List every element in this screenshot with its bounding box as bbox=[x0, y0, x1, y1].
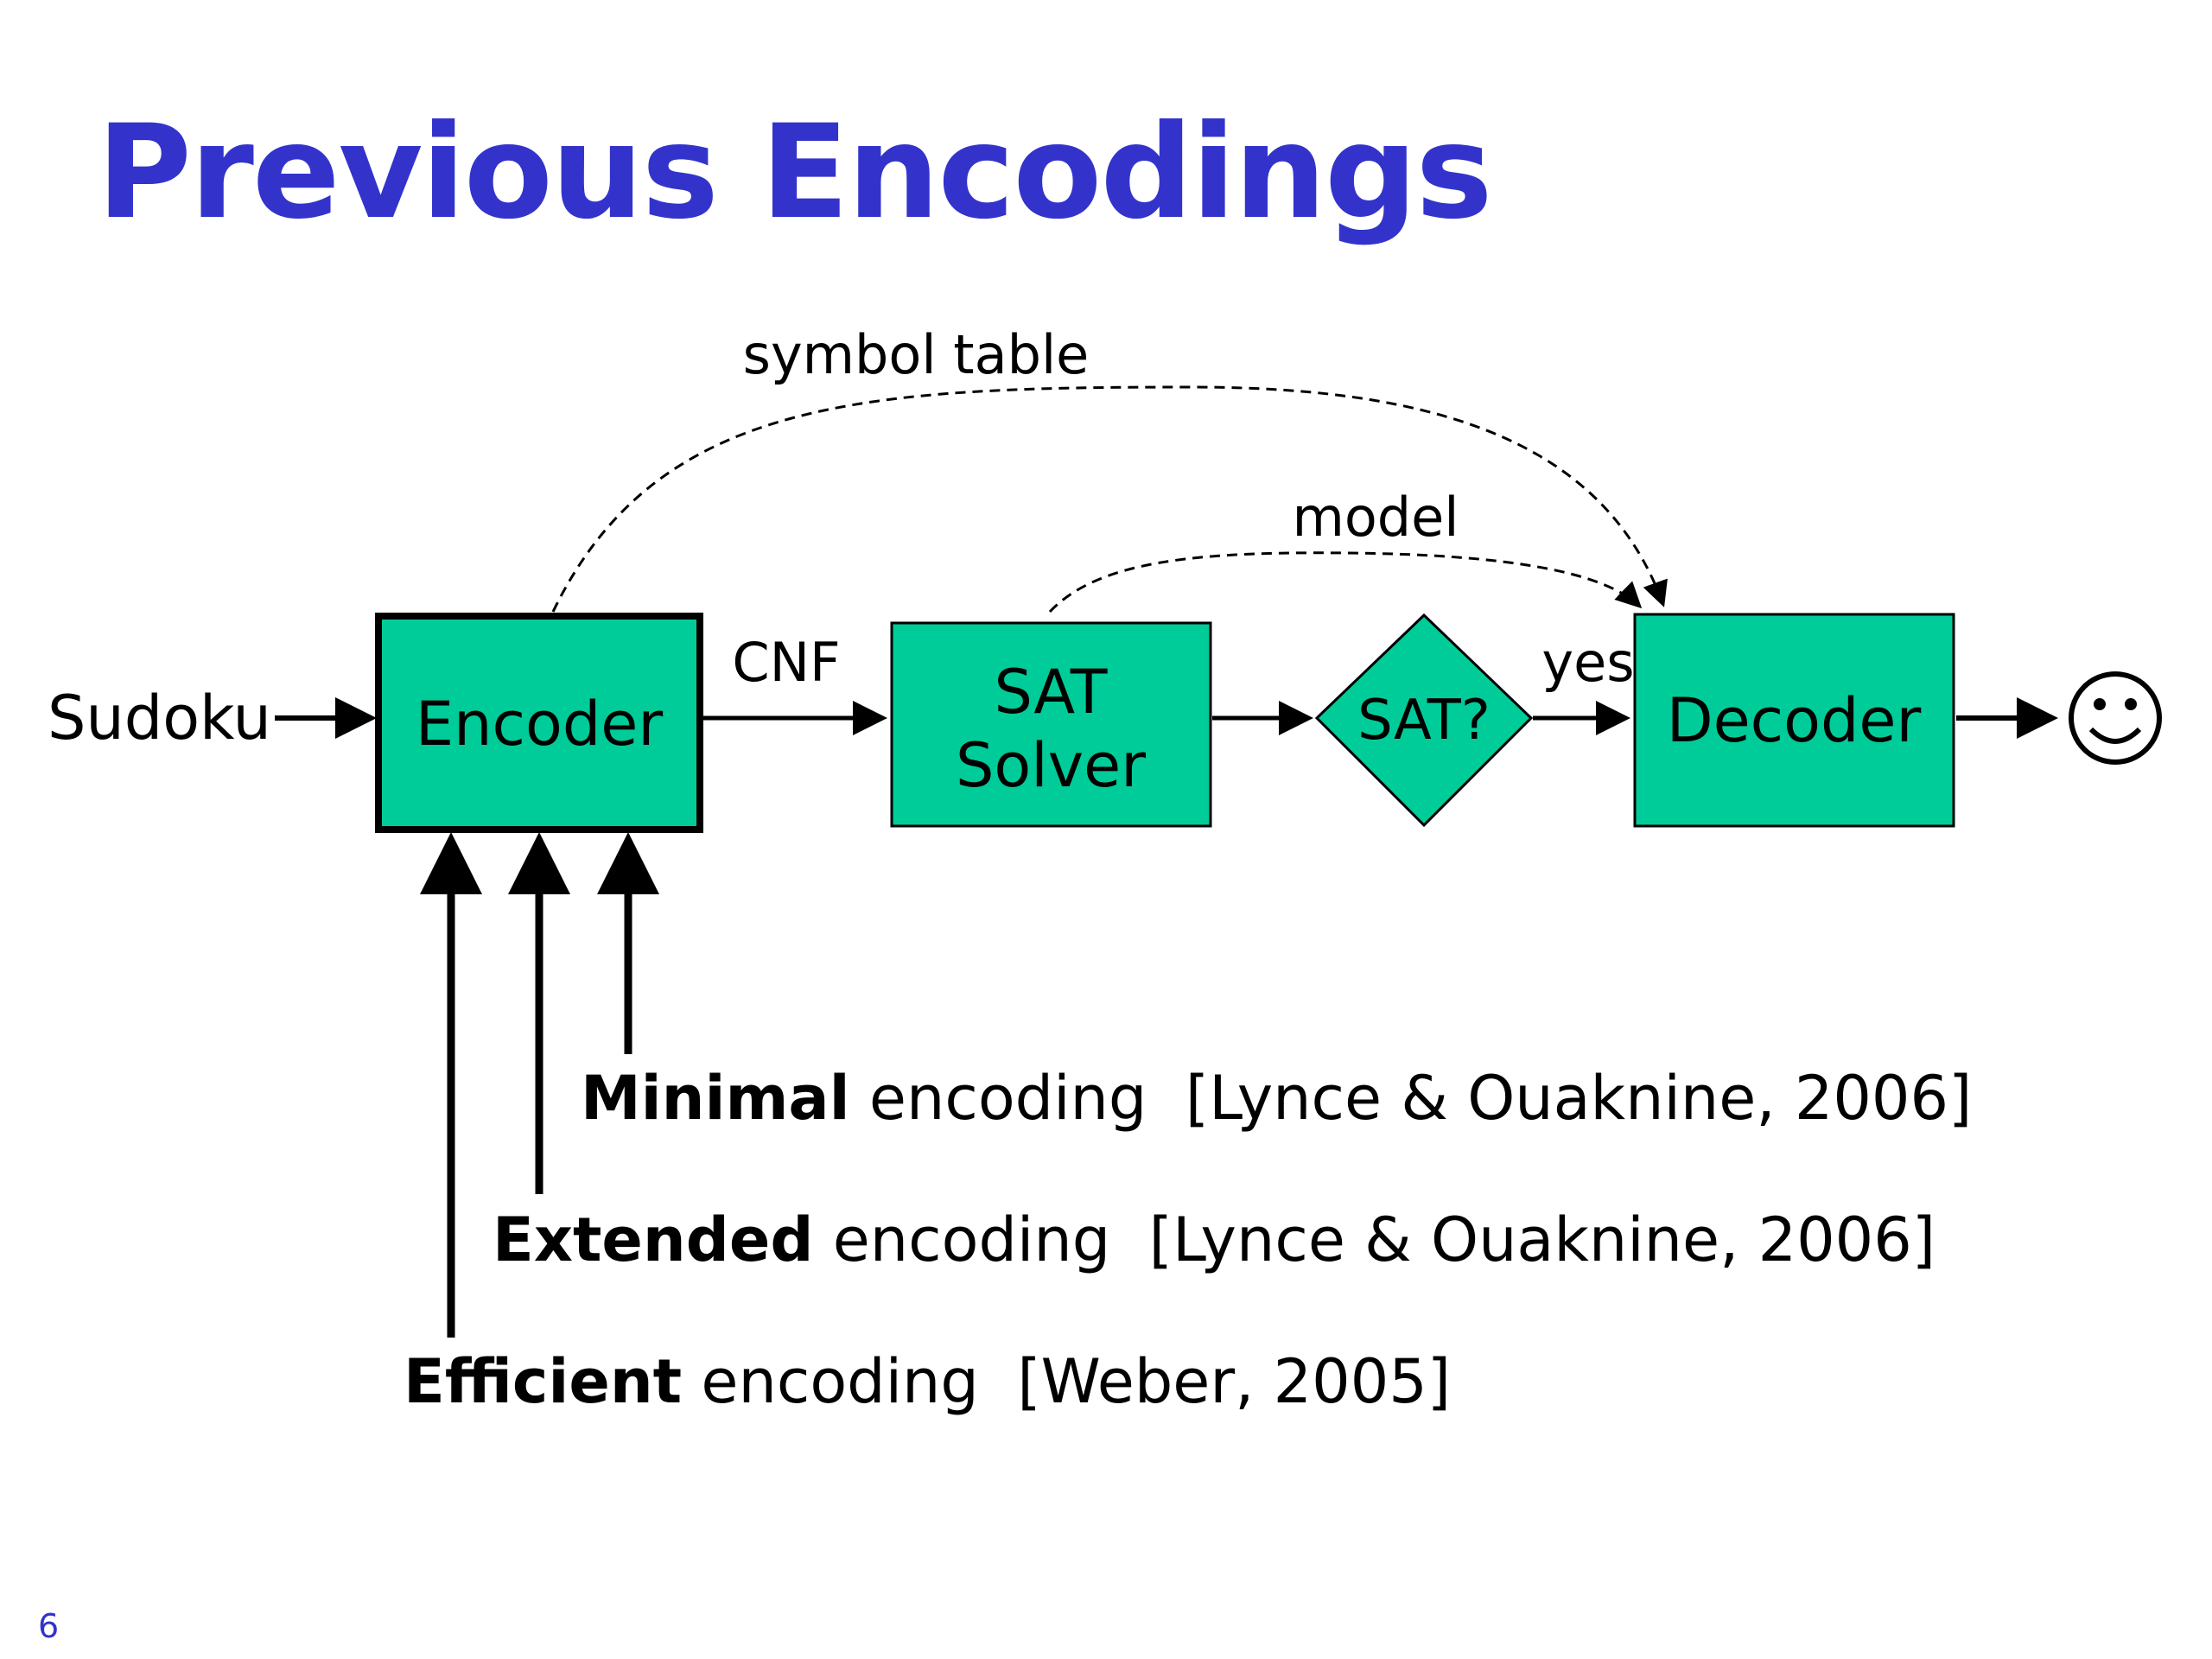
decoder-label: Decoder bbox=[1667, 685, 1922, 756]
sat-solver-label-line1: SAT bbox=[995, 657, 1108, 728]
extended-encoding-word: encoding bbox=[832, 1205, 1111, 1275]
extended-encoding-line: Extended encoding [Lynce & Ouaknine, 200… bbox=[493, 1201, 1936, 1279]
symbol-table-arrow bbox=[551, 385, 1668, 613]
sat-decision-diamond bbox=[1314, 613, 1534, 828]
extended-encoding-name: Extended bbox=[493, 1205, 814, 1275]
minimal-encoding-line: Minimal encoding [Lynce & Ouaknine, 2006… bbox=[581, 1059, 1972, 1137]
encoder-label: Encoder bbox=[416, 689, 663, 760]
encoder-box bbox=[375, 613, 703, 833]
minimal-encoding-name: Minimal bbox=[581, 1063, 850, 1134]
sat-solver-label-line2: Solver bbox=[956, 730, 1146, 801]
symbol-table-label: symbol table bbox=[743, 323, 1090, 386]
yes-label: yes bbox=[1541, 631, 1634, 694]
efficient-encoding-line: Efficient encoding [Weber, 2005] bbox=[404, 1343, 1451, 1421]
slide-title: Previous Encodings bbox=[97, 98, 1493, 248]
page-number: 6 bbox=[38, 1607, 60, 1645]
model-arrow bbox=[1048, 551, 1643, 613]
model-label: model bbox=[1292, 486, 1459, 549]
sat-solver-box bbox=[890, 621, 1212, 828]
minimal-encoding-word: encoding bbox=[868, 1063, 1147, 1134]
cnf-label: CNF bbox=[732, 631, 840, 694]
smiley-face-icon bbox=[2069, 671, 2162, 765]
decoder-box bbox=[1633, 613, 1955, 828]
efficient-encoding-citation: [Weber, 2005] bbox=[1017, 1346, 1452, 1417]
efficient-encoding-name: Efficient bbox=[404, 1346, 683, 1417]
efficient-encoding-word: encoding bbox=[701, 1346, 979, 1417]
sat-decision-label: SAT? bbox=[1357, 689, 1491, 753]
minimal-encoding-citation: [Lynce & Ouaknine, 2006] bbox=[1185, 1063, 1973, 1134]
extended-encoding-citation: [Lynce & Ouaknine, 2006] bbox=[1148, 1205, 1936, 1275]
sudoku-input-label: Sudoku bbox=[48, 683, 271, 753]
